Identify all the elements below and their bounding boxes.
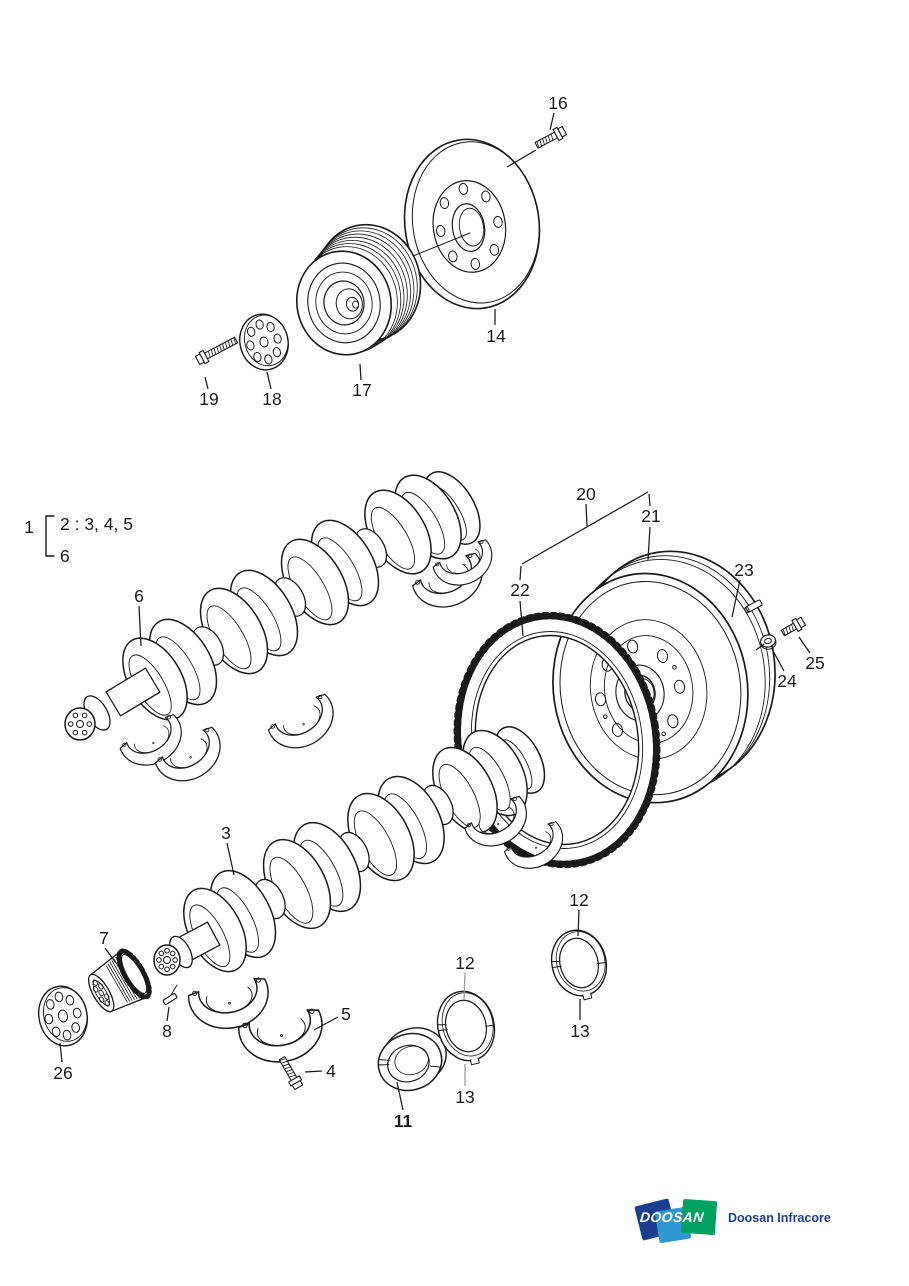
part-11-bearing	[377, 1027, 447, 1092]
bearing-cap	[119, 714, 182, 766]
callout-label-4: 4	[326, 1061, 336, 1081]
callout-label-13-right: 13	[570, 1021, 589, 1041]
callout-16: 16	[506, 93, 568, 168]
part-16-bolt	[534, 125, 568, 149]
callout-17: 17	[352, 363, 372, 400]
part-21-flywheel	[552, 550, 776, 804]
callout-25: 25	[798, 636, 825, 673]
callout-label-12-mid: 12	[455, 953, 474, 973]
callout-label-16: 16	[548, 93, 567, 113]
callout-4: 4	[304, 1061, 336, 1081]
callout-label-7: 7	[99, 928, 109, 948]
part-6-crankshaft	[64, 471, 481, 741]
callout-14: 14	[486, 309, 506, 346]
callout-label-14: 14	[486, 326, 506, 346]
part-23-pin	[744, 599, 763, 613]
callout-12-mid: 12	[455, 953, 475, 1000]
callout-19: 19	[199, 376, 219, 409]
callout-label-6-shaft: 6	[134, 586, 144, 606]
legend-subparts: 2 : 3, 4, 5	[60, 514, 133, 534]
callout-label-19: 19	[199, 389, 218, 409]
bolt-holes	[435, 182, 503, 270]
callout-13-mid: 13	[455, 1064, 475, 1107]
part-7-gear	[87, 948, 152, 1013]
callout-23: 23	[731, 560, 754, 618]
bearing-cap	[464, 795, 527, 847]
callout-7: 7	[99, 928, 117, 964]
part-18-plate	[239, 313, 289, 371]
bearing-cap	[432, 539, 493, 586]
callout-label-20: 20	[576, 484, 596, 504]
part-14-pulley-disc	[403, 138, 541, 310]
callout-18: 18	[262, 371, 282, 409]
callout-13-right: 13	[570, 999, 590, 1041]
legend-assembly-number: 1	[24, 517, 34, 537]
part-26-plate	[38, 985, 88, 1047]
callout-label-5: 5	[341, 1004, 351, 1024]
part-19-bolt	[194, 336, 239, 366]
part-24-washer	[759, 634, 777, 650]
bearing-cap	[504, 821, 564, 869]
part-12-13-thrust-ring-right	[550, 929, 608, 1001]
doosan-logo: DOOSAN Doosan Infracore	[634, 1196, 866, 1246]
callout-11: 11	[394, 1081, 413, 1131]
part-4-bolt	[278, 1056, 304, 1091]
callout-label-18: 18	[262, 389, 281, 409]
callout-5: 5	[313, 1004, 351, 1031]
callout-21: 21	[641, 493, 661, 561]
logo-brand-text: DOOSAN	[639, 1209, 705, 1225]
part-12-13-thrust-ring-mid	[436, 990, 496, 1066]
part-3-crankshaft	[153, 726, 546, 976]
part-17-damper-pulley	[295, 223, 422, 356]
callout-24: 24	[755, 643, 797, 691]
part-5-bearing-cap	[237, 1008, 323, 1063]
callout-22: 22	[510, 565, 530, 637]
callout-label-23: 23	[734, 560, 753, 580]
logo-company-text: Doosan Infracore	[728, 1211, 831, 1225]
part-8-key	[162, 992, 178, 1006]
callout-label-3: 3	[221, 823, 231, 843]
callout-3: 3	[221, 823, 235, 876]
callout-label-17: 17	[352, 380, 371, 400]
callout-label-11: 11	[394, 1111, 413, 1131]
bearing-cap	[267, 693, 334, 749]
callout-label-13-mid: 13	[455, 1087, 474, 1107]
callout-label-24: 24	[777, 671, 797, 691]
legend-bracket	[45, 515, 55, 557]
part-25-bolt	[780, 616, 807, 637]
callout-label-25: 25	[805, 653, 824, 673]
callout-label-26: 26	[53, 1063, 72, 1083]
callout-12-right: 12	[569, 890, 589, 937]
callout-6-shaft: 6	[134, 586, 144, 647]
callout-20: 20	[521, 484, 649, 565]
callout-label-22: 22	[510, 580, 529, 600]
bearing-cap	[154, 726, 221, 782]
callout-26: 26	[53, 1042, 73, 1083]
callout-label-12-right: 12	[569, 890, 588, 910]
callout-label-21: 21	[641, 506, 660, 526]
keyway-line	[170, 984, 178, 996]
legend-shaft-number: 6	[60, 546, 70, 566]
axis-line	[407, 232, 471, 259]
callout-label-8: 8	[162, 1021, 172, 1041]
part-5-bearing-cap	[187, 977, 269, 1030]
callout-8: 8	[162, 1006, 172, 1041]
